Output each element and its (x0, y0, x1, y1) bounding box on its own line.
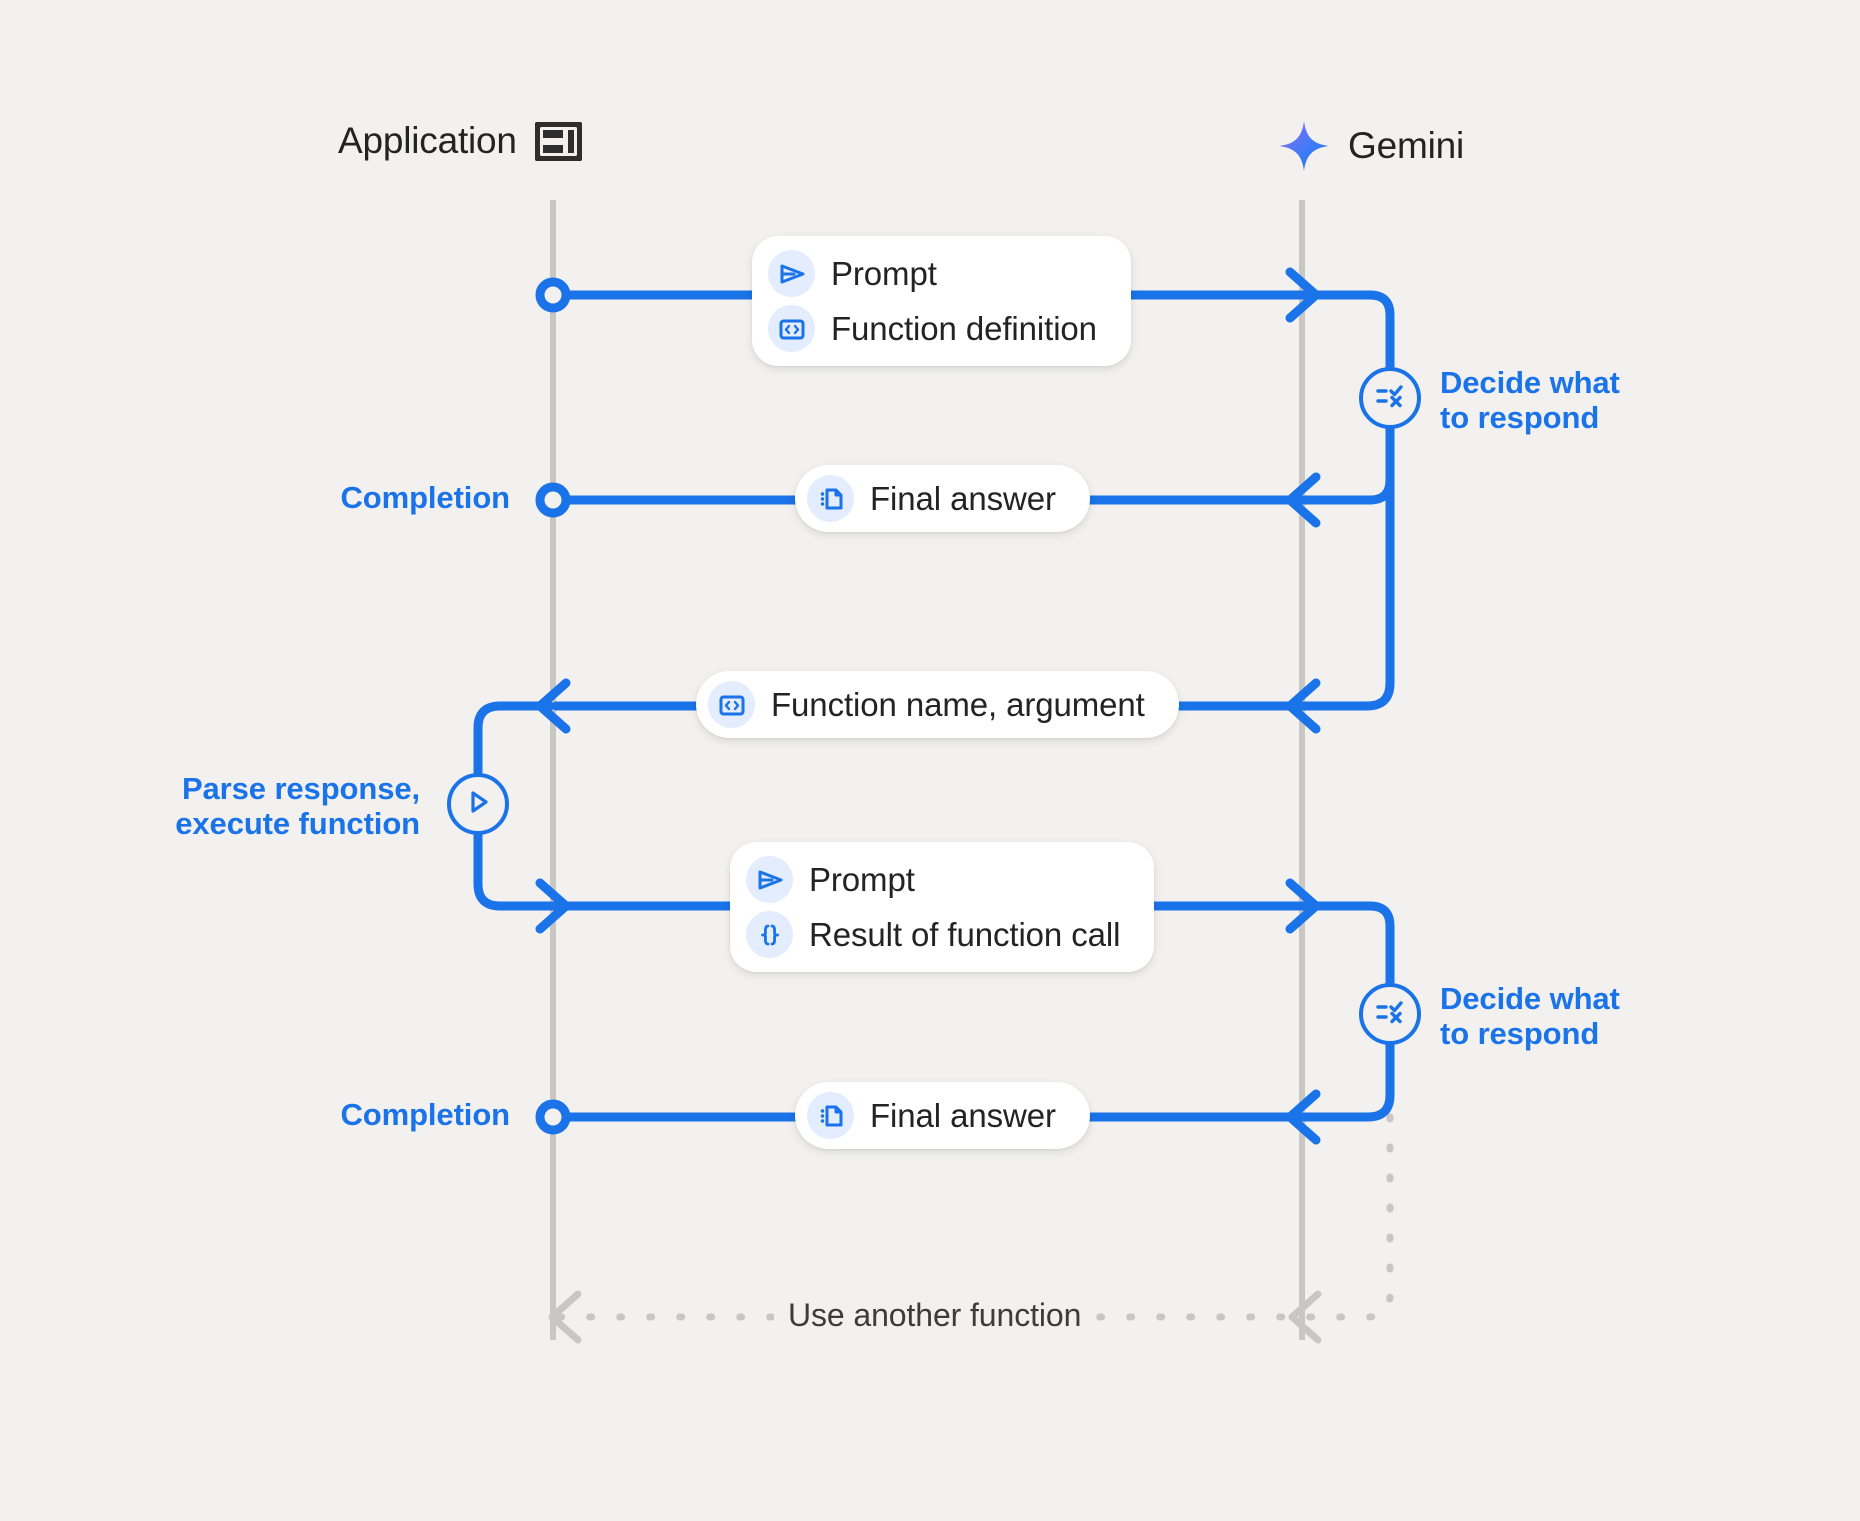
node-decide-what-to-respond-1[interactable] (1359, 367, 1421, 429)
start-point[interactable] (535, 277, 571, 313)
arrowhead-final-answer-2 (1285, 1089, 1321, 1145)
node-label-decide-what-to-respond-1: Decide what to respond (1440, 365, 1620, 435)
bubble-row: Result of function call (746, 911, 1120, 958)
message-bubble-final-answer-1[interactable]: Final answer (795, 465, 1090, 532)
document-icon (807, 1092, 854, 1139)
message-bubble-final-answer-2[interactable]: Final answer (795, 1082, 1090, 1149)
checklist-decision-icon (1373, 379, 1407, 418)
node-parse-response-execute-function[interactable] (447, 773, 509, 835)
code-brackets-icon (768, 305, 815, 352)
completion-point-2[interactable] (535, 1099, 571, 1135)
flow-decide1-to-function-call (1297, 420, 1395, 711)
actor-label-gemini: Gemini (1348, 125, 1464, 166)
actor-header-gemini: Gemini (1278, 120, 1464, 172)
message-bubble-prompt-result-of-function-call[interactable]: Prompt Result of function call (730, 842, 1155, 972)
endpoint-markers (535, 277, 571, 1135)
node-label-decide-what-to-respond-2: Decide what to respond (1440, 981, 1620, 1051)
bubble-row: Final answer (807, 1092, 1056, 1139)
dashboard-layout-icon (532, 119, 584, 163)
bubble-row: Function name, argument (708, 681, 1145, 728)
bubble-row: Final answer (807, 475, 1056, 522)
bubble-text: Result of function call (809, 915, 1121, 953)
flow-gemini-into-decide-1 (1297, 290, 1395, 375)
actor-header-application: Application (338, 119, 584, 163)
bubble-text: Function definition (831, 309, 1097, 347)
bubble-row: Prompt (768, 250, 1097, 297)
flow-parse-out (473, 827, 555, 911)
node-decide-what-to-respond-2[interactable] (1359, 983, 1421, 1045)
send-prompt-icon (768, 250, 815, 297)
arrowhead-final-answer-1 (1285, 472, 1321, 528)
gemini-sparkle-icon (1278, 120, 1330, 172)
play-icon (461, 785, 495, 824)
bubble-text: Final answer (870, 1096, 1056, 1134)
endpoint-label-completion-2: Completion (340, 1097, 511, 1132)
arrowhead-result-app (535, 878, 571, 934)
bubble-text: Prompt (809, 860, 915, 898)
use-another-function-loop (548, 1113, 1394, 1344)
arrowhead-function-call (1285, 678, 1321, 734)
code-brackets-icon (708, 681, 755, 728)
arrowhead-result-gemini (1285, 878, 1321, 934)
node-label-parse-response-execute-function: Parse response, execute function (175, 771, 420, 841)
completion-point-1[interactable] (535, 482, 571, 518)
loop-label-use-another-function: Use another function (774, 1297, 1096, 1334)
curly-braces-icon (746, 911, 793, 958)
document-icon (807, 475, 854, 522)
flow-decide2-to-final-answer (1297, 1036, 1395, 1122)
bubble-text: Function name, argument (771, 685, 1145, 723)
bubble-row: Function definition (768, 305, 1097, 352)
endpoint-label-completion-1: Completion (340, 480, 511, 515)
message-bubble-prompt-function-definition[interactable]: Prompt Function definition (752, 236, 1131, 366)
checklist-decision-icon (1373, 995, 1407, 1034)
flow-decide1-to-final-answer (1297, 420, 1395, 505)
flow-gemini-into-decide-2 (1297, 901, 1395, 991)
actor-label-application: Application (338, 120, 517, 161)
flow-app-into-parse (473, 701, 555, 781)
bubble-text: Prompt (831, 254, 937, 292)
message-bubble-function-name-argument[interactable]: Function name, argument (696, 671, 1179, 738)
send-prompt-icon (746, 856, 793, 903)
bubble-row: Prompt (746, 856, 1120, 903)
bubble-text: Final answer (870, 479, 1056, 517)
arrowhead-prompt (1285, 267, 1321, 323)
